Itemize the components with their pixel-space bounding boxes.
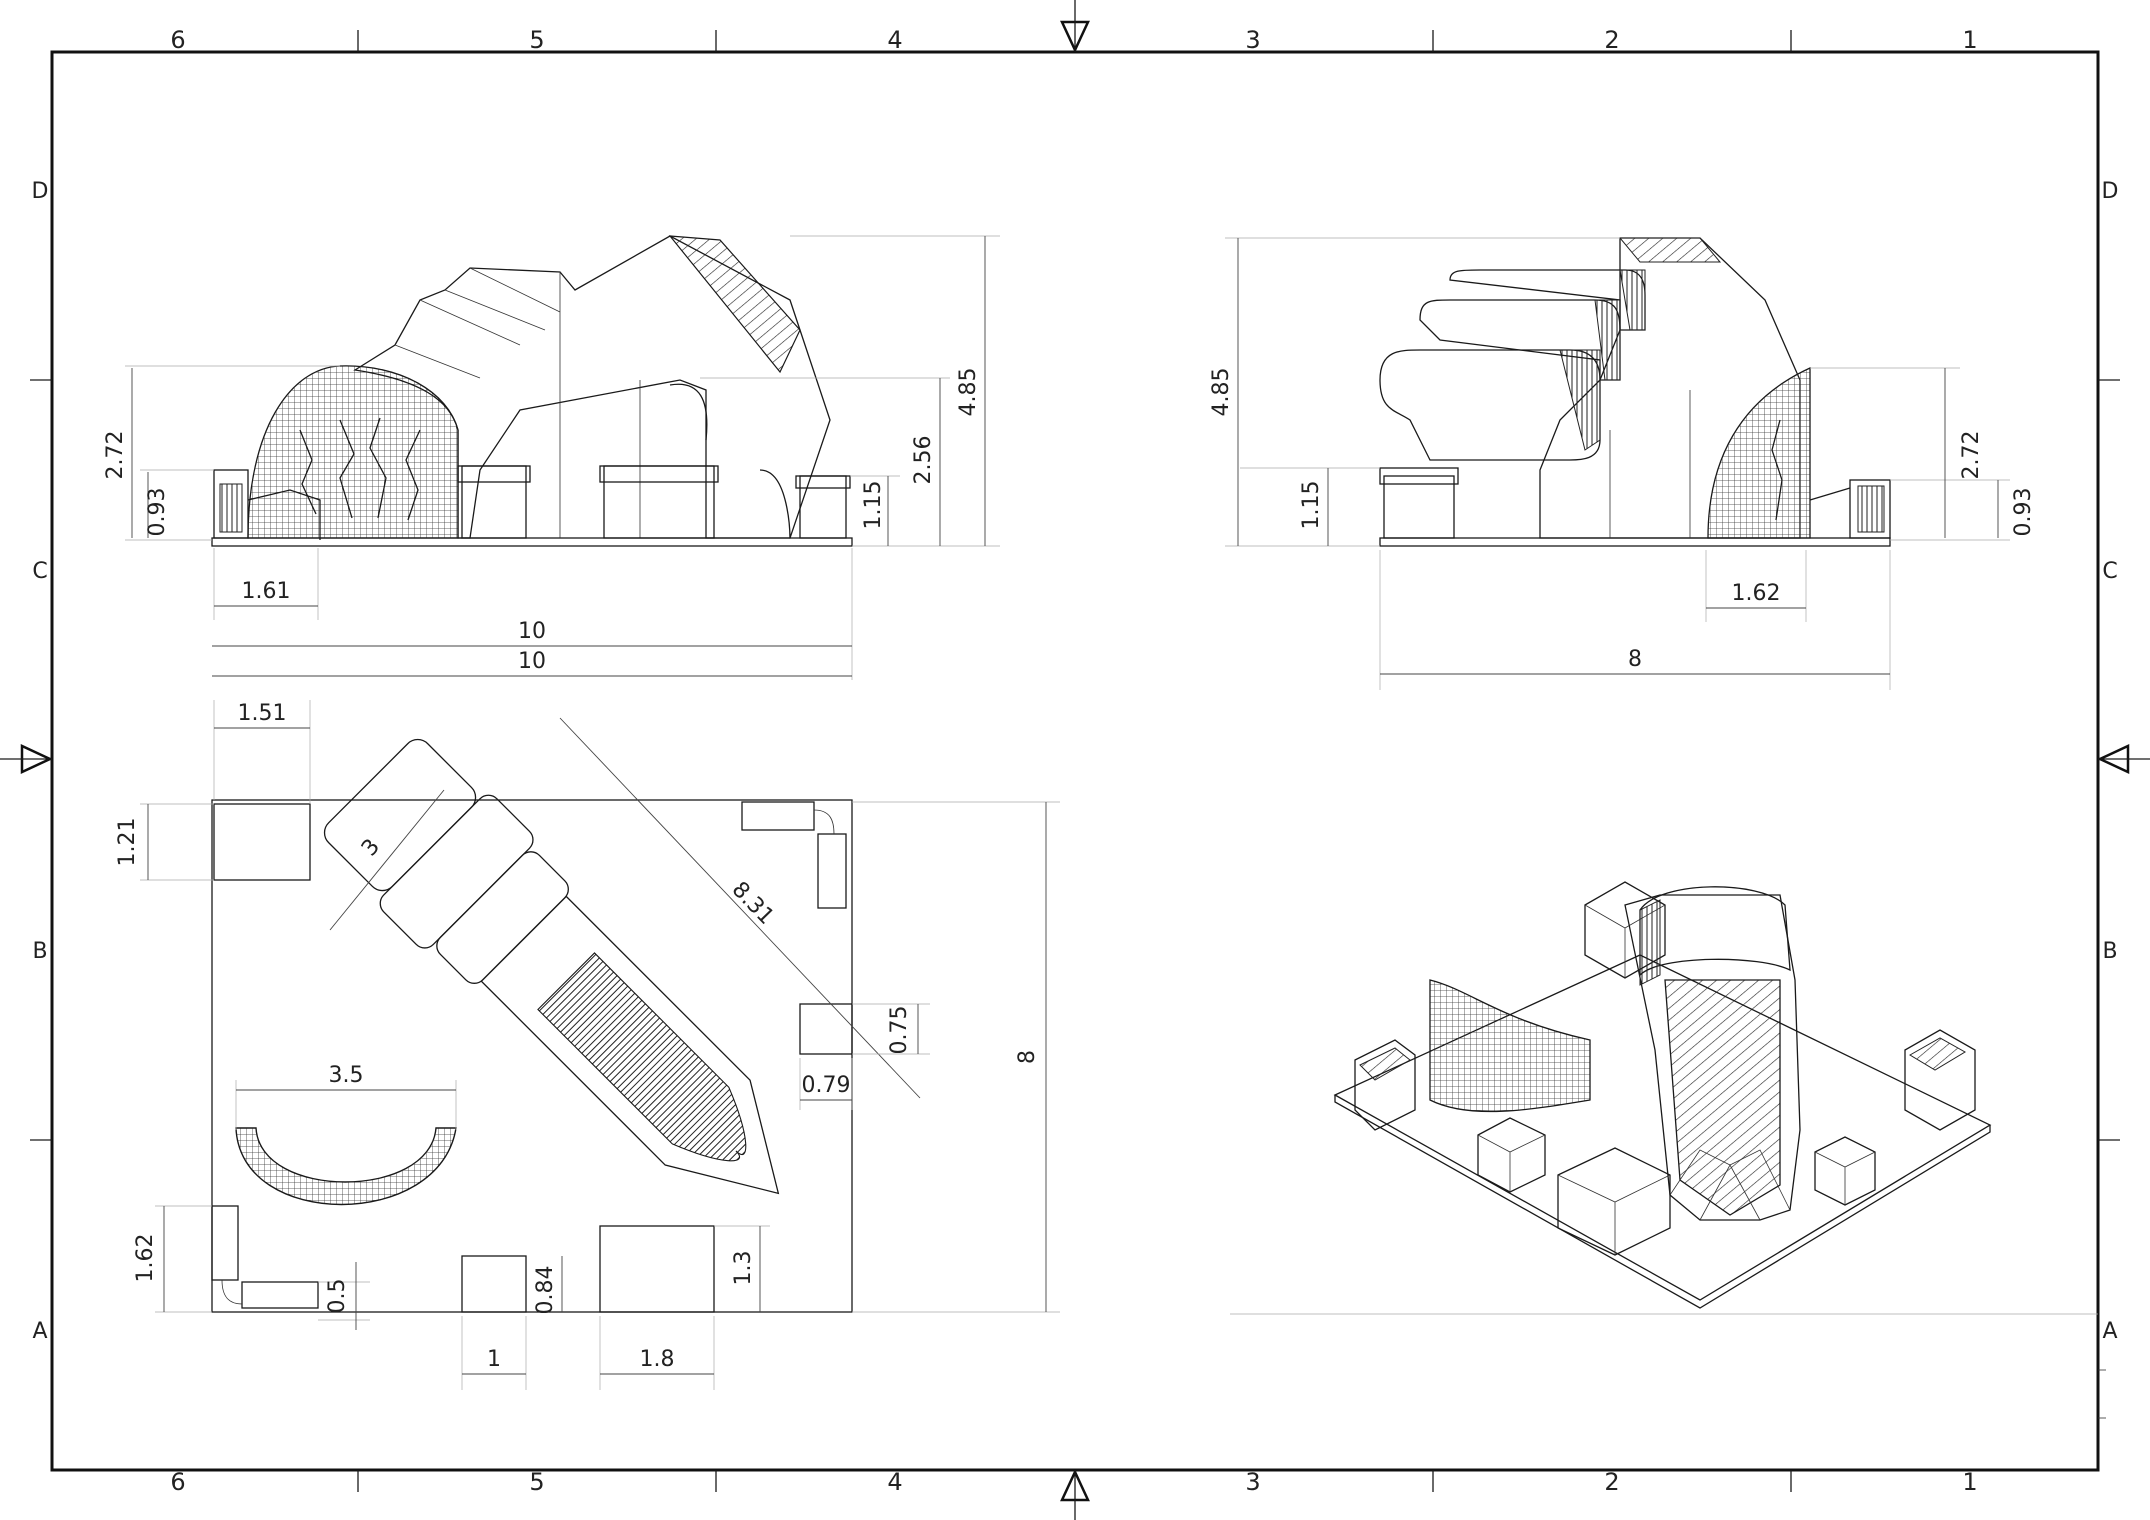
zone-row-right-a: A: [2102, 1319, 2117, 1344]
zone-col-top-2: 2: [1604, 26, 1619, 54]
zone-col-top-4: 4: [887, 26, 902, 54]
zone-col-top-1: 1: [1962, 26, 1977, 54]
zone-col-bottom-1: 1: [1962, 1468, 1977, 1496]
side-dim-width-8: 8: [1628, 647, 1642, 672]
plan-dim-diag-3: 3: [357, 834, 385, 861]
plan-dim-height-0-84: 0.84: [533, 1266, 558, 1315]
plan-dim-height-1-21: 1.21: [115, 818, 140, 867]
side-dim-width-1-62: 1.62: [1732, 581, 1781, 606]
front-dimensions: 2.72 0.93 1.61 10 10 1.15 2.56 4.85: [103, 235, 1000, 680]
side-dim-height-1-15: 1.15: [1299, 481, 1324, 530]
zone-col-top-3: 3: [1245, 26, 1260, 54]
zone-row-left-c: C: [32, 559, 47, 584]
front-dim-height-2-56: 2.56: [911, 436, 936, 485]
zone-col-top-6: 6: [170, 26, 185, 54]
front-dim-height-1-15: 1.15: [861, 481, 886, 530]
front-elevation-view: 2.72 0.93 1.61 10 10 1.15 2.56 4.85: [103, 235, 1000, 680]
plan-dim-width-1: 1: [487, 1347, 501, 1372]
plan-dimensions: 1.51 1.21 3 8.31 3.5 0.75 0.79 8: [115, 700, 1060, 1390]
plan-dim-width-3-5: 3.5: [329, 1063, 364, 1088]
zone-col-bottom-3: 3: [1245, 1468, 1260, 1496]
plan-dim-height-8: 8: [1015, 1050, 1040, 1064]
plan-dim-width-1-8: 1.8: [640, 1347, 675, 1372]
front-dim-height-0-93: 0.93: [145, 488, 170, 537]
side-dim-height-4-85: 4.85: [1209, 368, 1234, 417]
side-dim-height-2-72: 2.72: [1959, 431, 1984, 480]
zone-row-right-c: C: [2102, 559, 2117, 584]
zone-col-bottom-5: 5: [529, 1468, 544, 1496]
zone-col-bottom-6: 6: [170, 1468, 185, 1496]
front-dim-width-10-b: 10: [518, 649, 546, 674]
front-dim-height-2-72: 2.72: [103, 431, 128, 480]
plan-dim-height-0-75: 0.75: [887, 1006, 912, 1055]
plan-dim-height-1-3: 1.3: [731, 1251, 756, 1286]
isometric-view: [1230, 881, 2098, 1315]
zone-row-left-b: B: [32, 939, 47, 964]
side-elevation-view: 4.85 1.15 2.72 0.93 1.62 8: [1209, 237, 2036, 690]
zone-row-right-b: B: [2102, 939, 2117, 964]
plan-dim-height-0-5: 0.5: [325, 1279, 350, 1314]
side-dimensions: 4.85 1.15 2.72 0.93 1.62 8: [1209, 237, 2036, 690]
front-dim-height-4-85: 4.85: [956, 368, 981, 417]
zone-labels: 6 5 4 3 2 1 6 5 4 3 2 1 D C B A D C B A: [32, 26, 2119, 1496]
front-dim-width-10-a: 10: [518, 619, 546, 644]
zone-row-right-d: D: [2102, 179, 2119, 204]
plan-dim-height-1-62: 1.62: [133, 1234, 158, 1283]
zone-row-left-d: D: [32, 179, 49, 204]
front-dim-width-1-61: 1.61: [242, 579, 291, 604]
zone-row-left-a: A: [32, 1319, 47, 1344]
side-dim-height-0-93: 0.93: [2011, 488, 2036, 537]
zone-col-bottom-4: 4: [887, 1468, 902, 1496]
zone-col-top-5: 5: [529, 26, 544, 54]
plan-dim-width-0-79: 0.79: [802, 1073, 851, 1098]
plan-dim-width-1-51: 1.51: [238, 701, 287, 726]
plan-view: 1.51 1.21 3 8.31 3.5 0.75 0.79 8: [115, 700, 1060, 1390]
zone-col-bottom-2: 2: [1604, 1468, 1619, 1496]
